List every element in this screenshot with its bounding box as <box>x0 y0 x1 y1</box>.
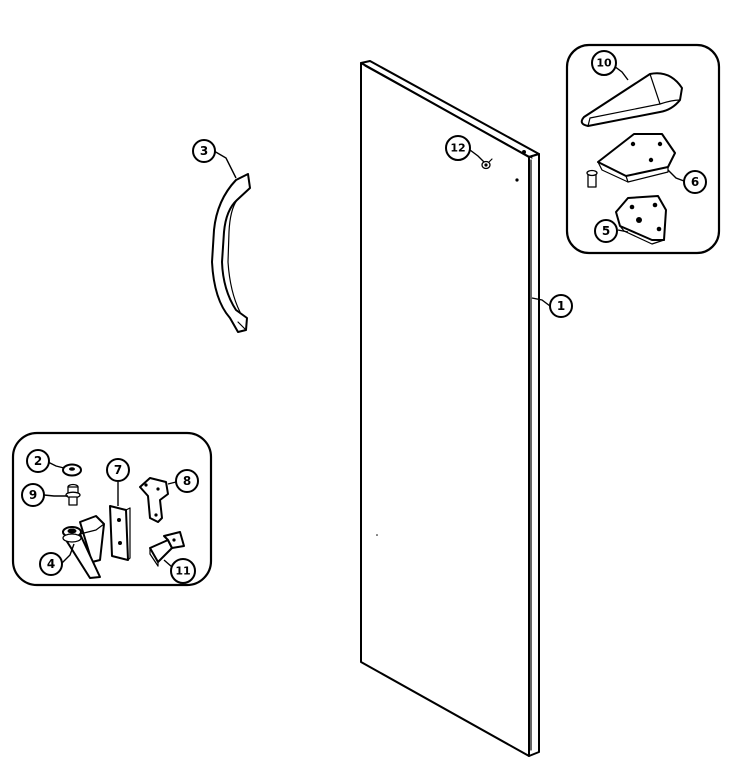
callout-1-label: 1 <box>557 299 565 313</box>
callout-7-label: 7 <box>114 463 122 477</box>
callout-11-label: 11 <box>175 565 190 578</box>
callout-4: 4 <box>39 552 63 576</box>
plug-part <box>481 158 493 170</box>
lower-hinge-inset <box>11 431 213 587</box>
callout-10-label: 10 <box>596 57 612 70</box>
callout-3: 3 <box>192 139 216 163</box>
callout-3-label: 3 <box>200 144 208 158</box>
callout-6: 6 <box>683 170 707 194</box>
callout-5-label: 5 <box>602 224 610 238</box>
callout-2: 2 <box>26 449 50 473</box>
shim-plate-part <box>615 195 667 245</box>
callout-12-label: 12 <box>450 142 465 155</box>
callout-12: 12 <box>445 135 471 161</box>
callout-6-label: 6 <box>691 175 699 189</box>
callout-9-label: 9 <box>29 488 37 502</box>
hinge-cover-part <box>580 72 683 127</box>
leader-lines <box>43 65 685 568</box>
bracket-part <box>139 477 169 523</box>
callout-9: 9 <box>21 483 45 507</box>
callout-8: 8 <box>175 469 199 493</box>
callout-4-label: 4 <box>47 557 55 571</box>
callout-5: 5 <box>594 219 618 243</box>
callout-7: 7 <box>106 458 130 482</box>
callout-11: 11 <box>170 558 196 584</box>
upper-hinge-part <box>586 133 676 188</box>
callout-1: 1 <box>549 294 573 318</box>
washer-part <box>62 463 82 477</box>
lower-hinge-part <box>62 515 105 579</box>
handle-part <box>211 173 251 333</box>
door-stop-part <box>149 531 185 567</box>
callout-8-label: 8 <box>183 474 191 488</box>
callout-2-label: 2 <box>34 454 42 468</box>
hinge-shim-part <box>109 505 131 561</box>
hinge-pin-part <box>65 483 81 506</box>
upper-hinge-inset <box>565 43 721 255</box>
callout-10: 10 <box>591 50 617 76</box>
door-part <box>360 60 540 757</box>
